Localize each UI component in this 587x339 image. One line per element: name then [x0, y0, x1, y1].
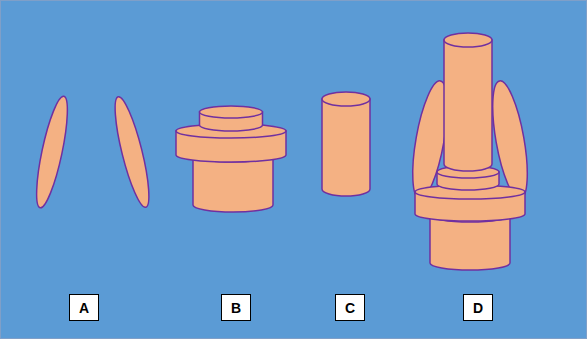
part-letter: D: [473, 300, 483, 316]
label-box: B: [221, 294, 251, 321]
ellipse-part: [109, 94, 156, 209]
part-letter: A: [79, 300, 89, 316]
part-letter: C: [345, 300, 355, 316]
label-box: A: [69, 294, 99, 321]
label-box: D: [463, 294, 493, 321]
ellipse-part: [30, 94, 73, 210]
assembly: [406, 33, 534, 270]
stepped-cylinder: [176, 106, 286, 212]
part-letter: B: [231, 300, 241, 316]
label-box: C: [335, 294, 365, 321]
tall-cylinder: [322, 92, 370, 196]
